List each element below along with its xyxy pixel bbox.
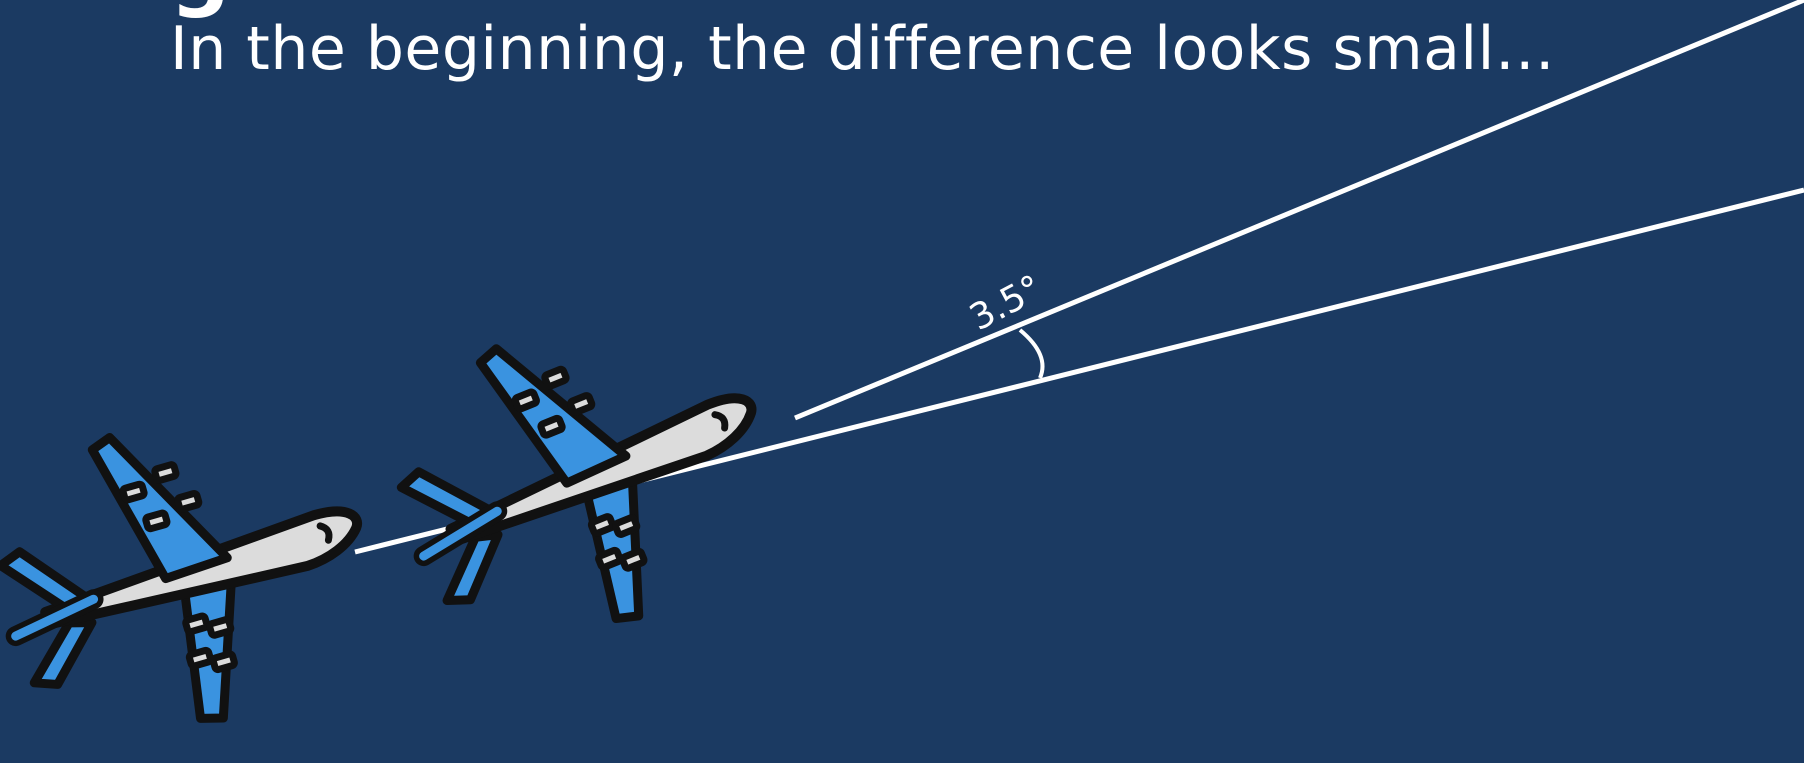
airplane-icon — [0, 378, 399, 763]
trajectory-line-upper — [795, 0, 1804, 418]
airplane-icon — [362, 268, 808, 682]
angle-arc — [1020, 330, 1043, 378]
